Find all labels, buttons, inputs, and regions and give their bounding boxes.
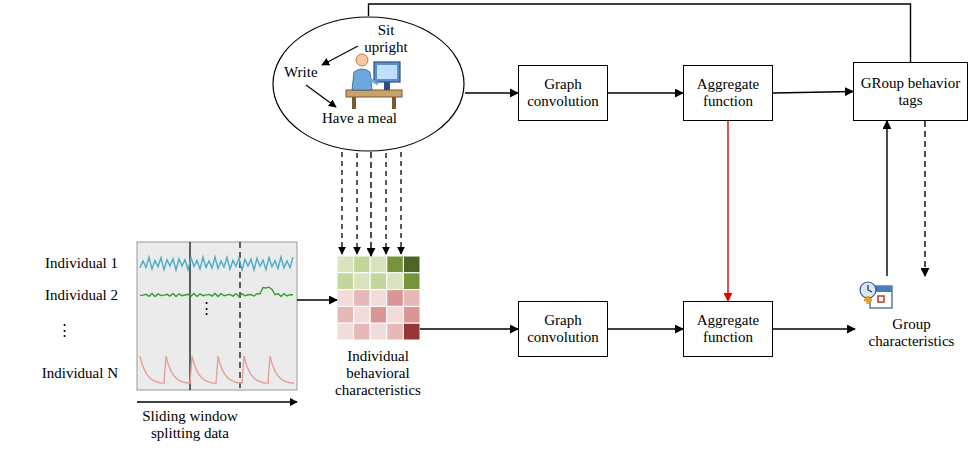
matrix-cell <box>387 256 404 273</box>
node-label: ⋮ <box>10 322 118 339</box>
matrix-cell <box>354 273 371 290</box>
matrix-cell <box>370 273 387 290</box>
process-box: Graph convolution <box>518 301 608 357</box>
group-characteristics: Group characteristics <box>855 276 968 352</box>
matrix-cell <box>354 323 371 340</box>
node-label: Graph convolution <box>525 76 601 110</box>
window-arrow <box>137 401 297 403</box>
matrix-cell <box>387 290 404 307</box>
matrix-cell <box>387 323 404 340</box>
connector-arrow <box>465 92 518 93</box>
node-label: Individual N <box>10 365 118 382</box>
matrix-cell <box>337 256 354 273</box>
node-label: Write <box>284 64 318 81</box>
signal-panel <box>137 242 297 390</box>
matrix-cell <box>403 306 420 323</box>
node-label: Have a meal <box>322 110 397 127</box>
node-label: Sit upright <box>360 22 412 56</box>
feature-matrix: Individual behavioral characteristics <box>337 256 420 340</box>
matrix-cell <box>337 323 354 340</box>
signal-line <box>140 356 294 383</box>
connector-arrow <box>608 328 683 329</box>
matrix-cell <box>354 290 371 307</box>
process-box: Aggregate function <box>683 65 773 121</box>
signal-panel-node: Individual 1Individual 2⋮Individual N⋮Sl… <box>137 242 297 390</box>
node-label: Individual behavioral characteristics <box>318 348 438 399</box>
node-label: Individual 2 <box>10 287 118 304</box>
node-label: Group characteristics <box>855 316 968 350</box>
process-box: Graph convolution <box>518 65 608 121</box>
node-label: Individual 1 <box>10 255 118 272</box>
matrix-cell <box>354 306 371 323</box>
connector-arrow <box>608 92 683 93</box>
node-label: GRoup behavior tags <box>860 75 961 109</box>
matrix-cell <box>387 273 404 290</box>
inner-arrow <box>322 46 358 65</box>
matrix-cell <box>337 306 354 323</box>
connector-arrow <box>370 152 371 256</box>
connector-arrow <box>369 4 911 62</box>
signal-line <box>140 257 293 270</box>
matrix-cell <box>403 323 420 340</box>
matrix-cell <box>403 256 420 273</box>
node-label: Aggregate function <box>690 312 766 346</box>
signal-line <box>140 287 293 296</box>
person-icon <box>346 54 402 109</box>
matrix-cell <box>370 290 387 307</box>
behavior-ellipse: Sit uprightWriteHave a meal <box>272 16 465 152</box>
matrix-cell <box>337 273 354 290</box>
matrix-cell <box>370 306 387 323</box>
matrix-cell <box>370 256 387 273</box>
matrix-cell <box>387 306 404 323</box>
connector-arrow <box>886 121 887 276</box>
connector-arrow <box>924 121 925 276</box>
calendar-clock-icon <box>860 282 892 308</box>
matrix-cell <box>403 290 420 307</box>
node-label: ⋮ <box>198 300 214 317</box>
process-box: Aggregate function <box>683 301 773 357</box>
connector-arrow <box>773 92 853 94</box>
node-label: Aggregate function <box>690 76 766 110</box>
matrix-cell <box>337 290 354 307</box>
process-box: GRoup behavior tags <box>853 62 968 121</box>
connector-arrow <box>297 299 337 300</box>
matrix-cell <box>403 273 420 290</box>
matrix-cell <box>370 323 387 340</box>
node-label: Graph convolution <box>525 312 601 346</box>
connector-arrow <box>420 328 518 329</box>
node-label: Sliding window splitting data <box>120 408 260 442</box>
matrix-cell <box>354 256 371 273</box>
inner-arrow <box>306 85 336 107</box>
connector-arrow <box>773 328 855 329</box>
connector-arrow <box>727 121 728 301</box>
ellipse-outline <box>272 16 465 152</box>
